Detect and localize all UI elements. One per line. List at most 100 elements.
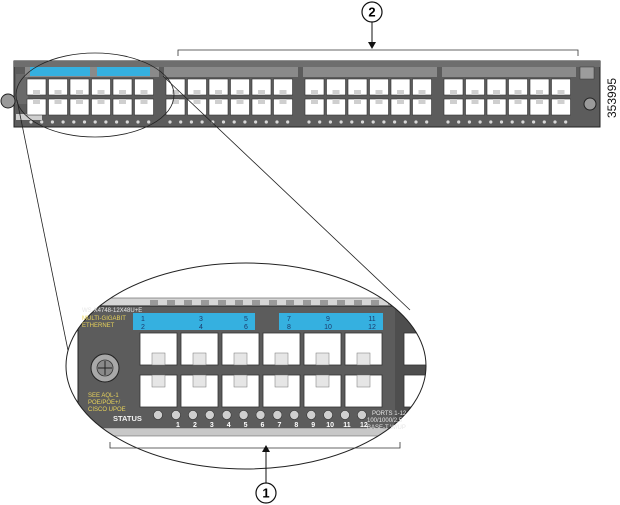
rj45-port: [390, 78, 411, 96]
port-led-number: 3: [210, 422, 214, 429]
status-led: [499, 120, 504, 124]
rj45-port: [187, 78, 207, 96]
status-led: [189, 120, 193, 124]
status-led: [179, 120, 183, 124]
status-led-main: [153, 410, 163, 420]
status-led: [532, 120, 536, 124]
blue-number-top: 7: [287, 316, 291, 323]
rj45-port: [251, 98, 272, 116]
rj45-port: [508, 78, 528, 96]
rj45-port: [112, 98, 133, 116]
rj45-port: [529, 78, 550, 96]
status-led: [232, 120, 236, 124]
status-led: [510, 120, 514, 124]
status-led: [467, 120, 471, 124]
rj45-port: [187, 98, 207, 116]
status-led: [136, 120, 140, 124]
rj45-port: [443, 98, 464, 116]
status-led: [553, 120, 557, 124]
zoomed-rj45-port: [221, 374, 260, 408]
status-led: [403, 120, 407, 124]
rj45-port: [347, 78, 368, 96]
zoom-circle-outline: [65, 262, 427, 470]
zoomed-rj45-port: [303, 332, 342, 366]
rj45-port: [369, 78, 389, 96]
blue-number-bottom: 8: [287, 324, 291, 331]
rj45-port: [412, 78, 432, 96]
rj45-port: [69, 78, 90, 96]
callout-1: 1: [255, 445, 277, 504]
zoomed-thumbscrew: [90, 353, 120, 383]
rj45-port: [230, 78, 250, 96]
rj45-port: [369, 98, 389, 116]
zoomed-rj45-port: [303, 374, 342, 408]
ports-text-2: 100/1000/2.5: [367, 418, 403, 424]
rj45-port: [529, 98, 550, 116]
rj45-port: [508, 98, 528, 116]
rj45-port: [134, 98, 154, 116]
status-led: [521, 120, 525, 124]
rj45-port: [486, 98, 507, 116]
status-led: [478, 120, 482, 124]
blue-number-top: 9: [326, 316, 330, 323]
port-led-number: 5: [244, 422, 248, 429]
rj45-port: [48, 98, 68, 116]
callout-2-number: 2: [368, 5, 375, 20]
rj45-port: [326, 98, 346, 116]
zoomed-rj45-port: [139, 332, 178, 366]
status-led: [264, 120, 268, 124]
port-led-number: 7: [277, 422, 281, 429]
status-led: [393, 120, 397, 124]
status-led: [93, 120, 97, 124]
rj45-port: [465, 78, 485, 96]
blue-number-bottom: 2: [141, 324, 145, 331]
blue-number-bottom: 4: [199, 324, 203, 331]
blue-band-right: [279, 313, 383, 330]
port-led-number: 4: [227, 422, 231, 429]
port-led-12: [357, 410, 367, 420]
status-led: [104, 120, 108, 124]
rj45-port: [443, 78, 464, 96]
port-led-7: [272, 410, 283, 420]
status-label: STATUS: [113, 414, 142, 423]
status-led: [125, 120, 129, 124]
status-led: [564, 120, 568, 124]
rj45-port: [26, 98, 47, 116]
figure-id: 353995: [605, 78, 619, 118]
port-led-5: [238, 410, 249, 420]
callout-2: 2: [361, 1, 383, 49]
zoomed-rj45-port: [262, 374, 301, 408]
rj45-port: [165, 98, 186, 116]
port-group: [303, 67, 437, 124]
rj45-port: [551, 98, 571, 116]
rj45-port: [91, 98, 111, 116]
status-led: [318, 120, 322, 124]
status-led: [275, 120, 279, 124]
status-led: [371, 120, 375, 124]
callout-1-number: 1: [262, 486, 269, 501]
callout-2-bracket: [177, 49, 579, 56]
ports-text-1: PORTS 1-12: [372, 411, 407, 417]
port-group: [25, 67, 159, 124]
port-led-number: 9: [311, 422, 315, 429]
rj45-port: [91, 78, 111, 96]
zoomed-rj45-port: [262, 332, 301, 366]
ports-text-3: BASE-T W/UP: [367, 425, 406, 431]
rj45-port: [412, 98, 432, 116]
rj45-port: [273, 78, 293, 96]
port-led-9: [306, 410, 317, 420]
blue-band-left: [133, 313, 255, 330]
port-led-number: 10: [326, 422, 334, 429]
status-led: [382, 120, 386, 124]
rj45-port: [326, 78, 346, 96]
rj45-port: [26, 78, 47, 96]
rj45-port: [465, 98, 485, 116]
status-led: [489, 120, 493, 124]
rj45-port: [208, 78, 229, 96]
callout-1-bracket: [109, 442, 401, 449]
blue-number-top: 1: [141, 316, 145, 323]
status-led: [254, 120, 258, 124]
port-led-3: [205, 410, 215, 420]
port-led-8: [289, 410, 300, 420]
